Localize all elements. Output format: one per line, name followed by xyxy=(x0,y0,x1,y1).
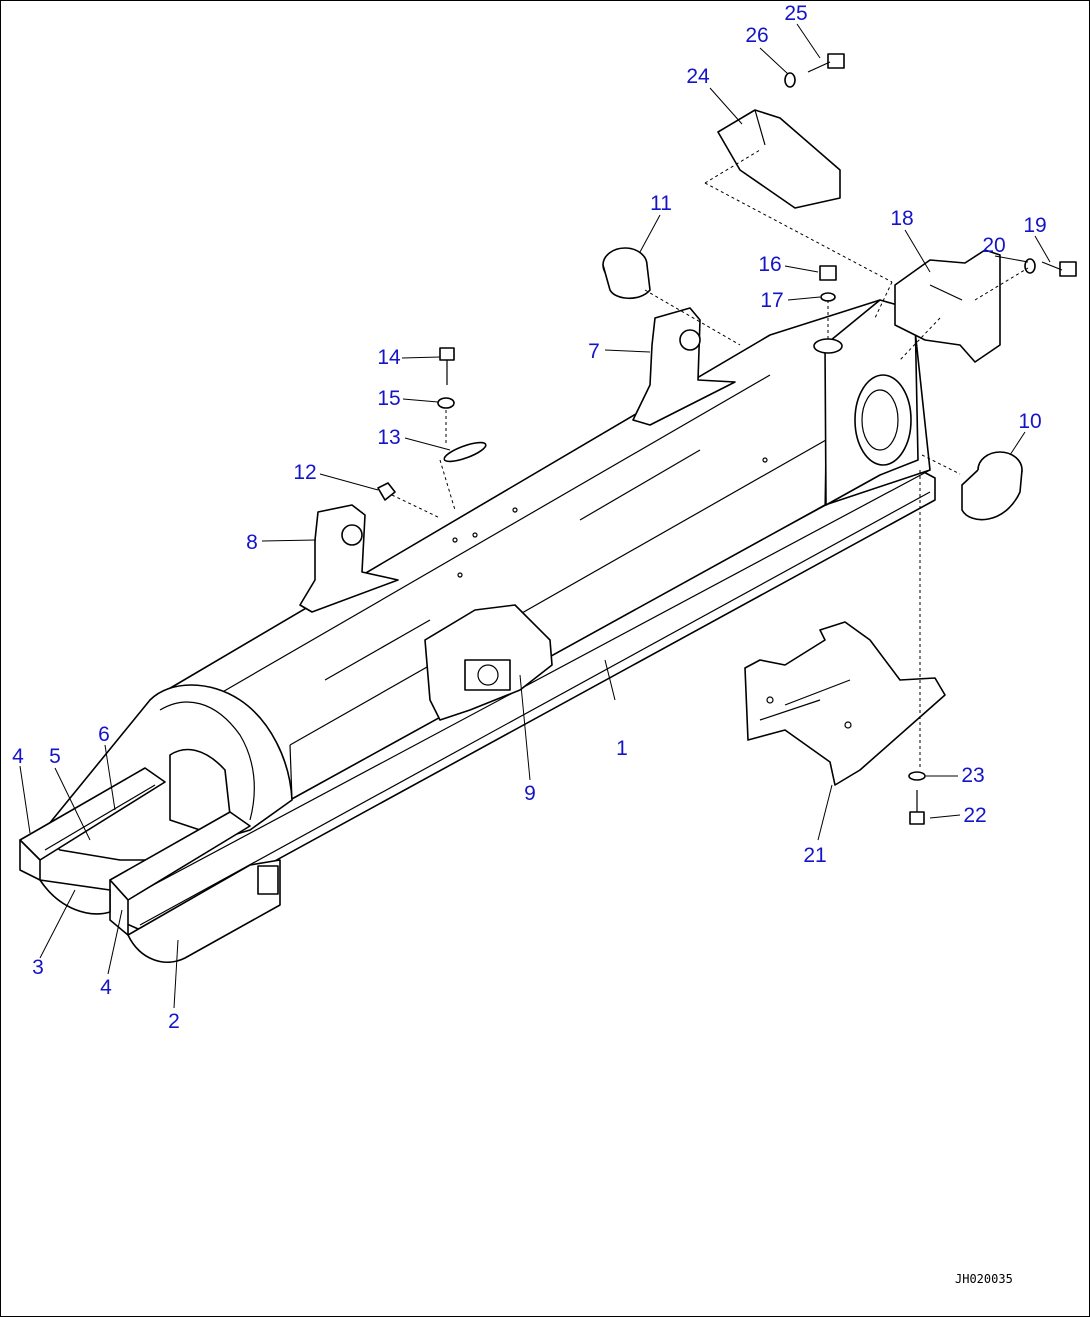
callout-22: 22 xyxy=(963,804,986,827)
callout-21: 21 xyxy=(803,844,826,867)
track-frame xyxy=(39,299,936,933)
carrier-21 xyxy=(744,621,946,786)
callout-10: 10 xyxy=(1018,410,1041,433)
callout-17: 17 xyxy=(760,289,783,312)
callout-20: 20 xyxy=(982,234,1005,257)
callout-14: 14 xyxy=(377,346,401,369)
callout-26: 26 xyxy=(745,24,768,47)
callout-13: 13 xyxy=(377,426,400,449)
figure-code: JH020035 xyxy=(955,1272,1013,1286)
callout-4-second: 4 xyxy=(100,976,112,999)
bearing-10 xyxy=(961,451,1023,521)
support-bracket-7 xyxy=(632,307,736,426)
callout-7: 7 xyxy=(588,340,600,363)
fasteners xyxy=(377,53,1077,825)
callout-24: 24 xyxy=(686,65,710,88)
callout-5: 5 xyxy=(49,745,61,768)
callout-2: 2 xyxy=(168,1010,180,1033)
callout-9: 9 xyxy=(524,782,536,805)
leader-lines xyxy=(19,23,1051,1009)
guide-rails xyxy=(19,767,281,963)
callout-8: 8 xyxy=(246,531,258,554)
callout-12: 12 xyxy=(293,461,316,484)
callout-6: 6 xyxy=(98,723,110,746)
callout-3: 3 xyxy=(32,956,44,979)
callouts: 1 2 3 4 4 5 6 7 8 9 10 11 12 13 14 15 16… xyxy=(12,2,1047,1033)
callout-16: 16 xyxy=(758,253,781,276)
cover-18 xyxy=(894,249,1001,363)
callout-11: 11 xyxy=(650,192,672,215)
callout-23: 23 xyxy=(961,764,984,787)
callout-1: 1 xyxy=(616,737,628,760)
bearing-11 xyxy=(602,247,651,300)
callout-19: 19 xyxy=(1023,214,1046,237)
callout-15: 15 xyxy=(377,387,400,410)
callout-4: 4 xyxy=(12,745,24,768)
callout-18: 18 xyxy=(890,207,913,230)
callout-25: 25 xyxy=(784,2,807,25)
cover-24 xyxy=(717,109,841,209)
support-bracket-8 xyxy=(299,504,399,613)
